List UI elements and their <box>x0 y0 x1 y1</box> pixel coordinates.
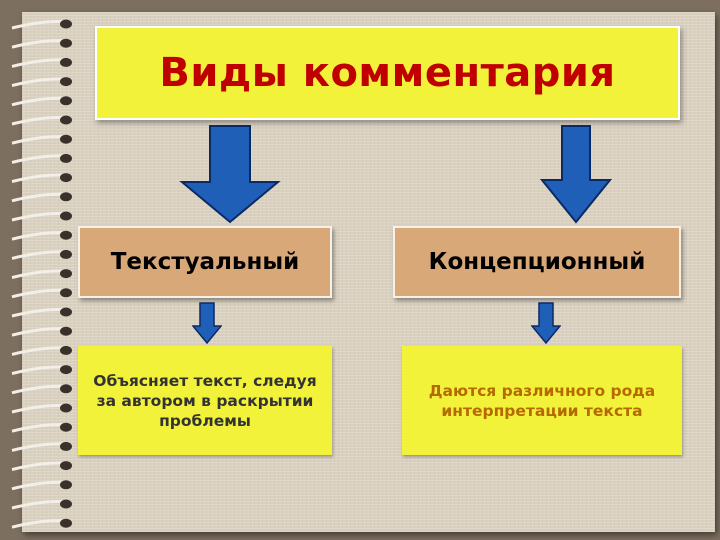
binding-hole <box>60 403 72 413</box>
binding-hole <box>60 288 72 298</box>
comment-description-conceptual: Даются различного рода интерпретации тек… <box>402 346 682 455</box>
comment-type-textual: Текстуальный <box>78 226 332 298</box>
binding-hole <box>60 211 72 221</box>
binding-hole <box>60 345 72 355</box>
spiral-binding <box>11 19 72 529</box>
binding-hole <box>60 461 72 471</box>
arrow-down-icon <box>539 125 613 224</box>
arrow-down-icon <box>192 302 222 344</box>
binding-hole <box>60 441 72 451</box>
binding-hole <box>60 307 72 317</box>
comment-type-conceptual: Концепционный <box>393 226 681 298</box>
binding-hole <box>60 480 72 490</box>
binding-hole <box>60 499 72 509</box>
comment-description-textual: Объясняет текст, следуя за автором в рас… <box>78 346 332 455</box>
binding-hole <box>60 384 72 394</box>
binding-hole <box>60 96 72 106</box>
binding-hole <box>60 173 72 183</box>
binding-hole <box>60 518 72 528</box>
binding-hole <box>60 230 72 240</box>
binding-hole <box>60 365 72 375</box>
binding-hole <box>60 249 72 259</box>
binding-hole <box>60 38 72 48</box>
binding-hole <box>60 19 72 29</box>
binding-hole <box>60 77 72 87</box>
diagram-title: Виды комментария <box>95 26 680 120</box>
binding-hole <box>60 115 72 125</box>
arrow-down-icon <box>179 125 281 224</box>
binding-hole <box>60 326 72 336</box>
binding-hole <box>60 57 72 67</box>
binding-hole <box>60 192 72 202</box>
binding-hole <box>60 269 72 279</box>
binding-hole <box>60 153 72 163</box>
arrow-down-icon <box>531 302 561 344</box>
binding-hole <box>60 422 72 432</box>
binding-hole <box>60 134 72 144</box>
